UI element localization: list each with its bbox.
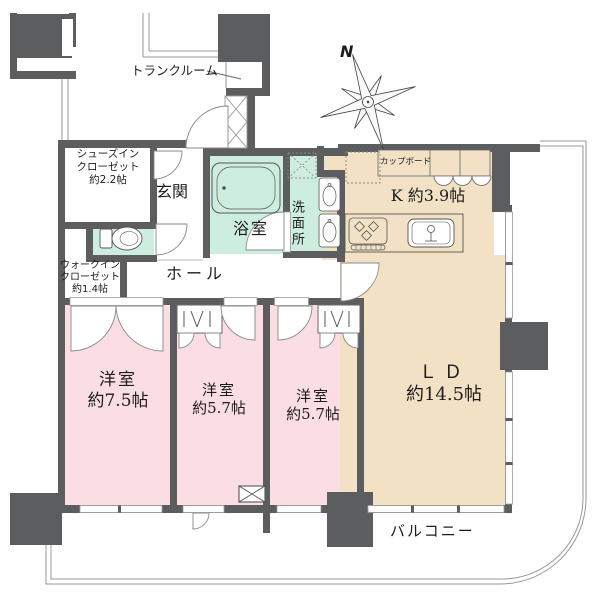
pillar-bottom-left [10, 493, 62, 545]
cupboard-label: カップボード [380, 157, 432, 167]
walk-in-closet-label: ウォークイン クローゼット 約1.4帖 [60, 260, 120, 296]
toilet-icon [99, 226, 143, 251]
bathroom-door-swing-icon [245, 211, 285, 251]
bedroom3-label: 洋室 約5.7帖 [286, 387, 340, 424]
windows [79, 211, 513, 513]
washroom-label: 洗面所 [288, 200, 304, 248]
bathtub-icon [211, 162, 281, 214]
living-dining-label: ＬＤ 約14.5帖 [405, 362, 483, 405]
bedroom2-label: 洋室 約5.7帖 [192, 381, 246, 418]
entrance-door-swing-icon [185, 105, 229, 149]
bedroom1-door-swing-icon [70, 305, 117, 352]
closet-bedroom-3 [317, 304, 361, 334]
closet-door-swing-icon [178, 332, 195, 349]
closet-hanger-icon [324, 310, 350, 328]
shoes-in-closet-label: シューズイン クローゼット 約2.2帖 [76, 148, 140, 186]
compass-icon [320, 54, 416, 150]
shaft-x-small-icon [238, 485, 266, 503]
door-swings [70, 105, 380, 530]
closet-door-swing-icon [204, 332, 221, 349]
bedroom1-door-swing-icon [115, 305, 164, 352]
balcony-boundary [45, 140, 587, 585]
closet-hanger-icon [183, 310, 211, 328]
closet-bedroom-2 [176, 304, 223, 334]
entrance-label: 玄関 [156, 182, 189, 201]
compass-north-label: N [340, 42, 354, 61]
sic-door-swing-icon [153, 150, 183, 180]
cupboard-unit [377, 149, 492, 186]
living-door-swing-icon [340, 262, 380, 302]
pillar-top-center [218, 14, 270, 62]
bedroom1-label: 洋室 約7.5帖 [87, 370, 149, 411]
room-living-dining [340, 255, 508, 507]
kitchen-label: K 約3.9帖 [390, 186, 466, 205]
washer-space-icon [287, 152, 317, 179]
bathroom-label: 浴室 [232, 219, 269, 238]
balcony-door-swing-icon [192, 512, 210, 530]
balcony-label: バルコニー [390, 522, 475, 540]
stove-icon [348, 217, 388, 251]
pillar-right [500, 322, 548, 370]
pillar-notch [62, 19, 73, 56]
closet-door-swing-icon [319, 332, 336, 349]
kitchen-counter [344, 213, 464, 253]
washbasin-icon [318, 177, 341, 248]
pillar-bottom-center [327, 492, 373, 547]
kitchen-sink-icon [407, 218, 455, 248]
trunk-room-label: トランクルーム [131, 63, 218, 78]
toilet-door-swing-icon [155, 223, 188, 256]
shaft-x-icon [224, 95, 248, 149]
bedroom3-door-swing-icon [277, 305, 313, 341]
bedroom2-door-swing-icon [220, 305, 256, 341]
refrigerator-space-icon [345, 151, 381, 184]
trunk-room-leader-line [206, 70, 242, 80]
hall-label: ホール [165, 264, 226, 283]
closet-door-swing-icon [342, 332, 359, 349]
